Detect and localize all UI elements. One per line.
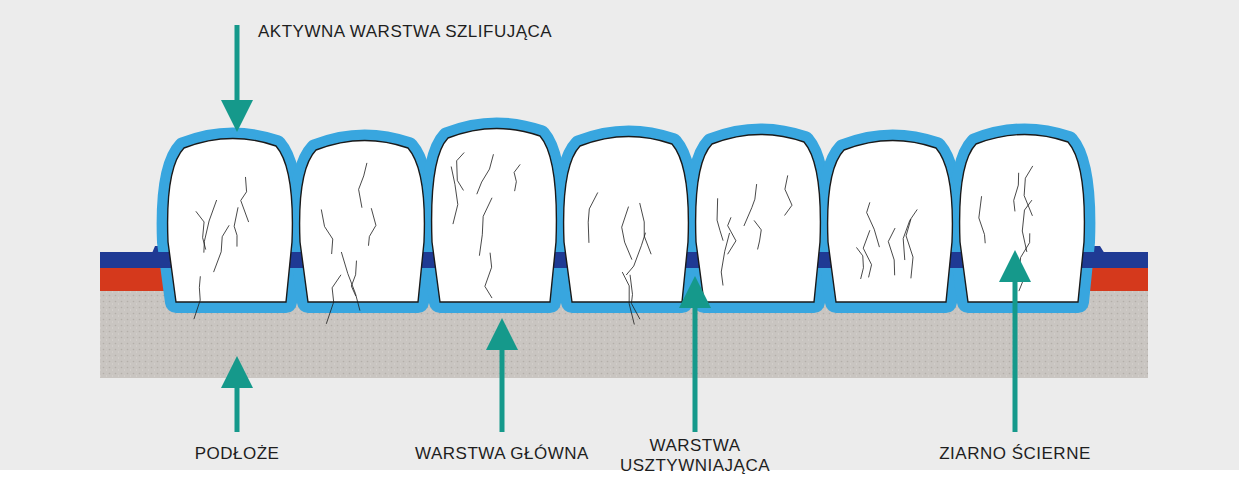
grain-crack [630,275,640,319]
callout-label: ZIARNO ŚCIERNE [939,444,1091,464]
grain-crack [622,272,634,324]
grain-crack [214,225,230,272]
grain-crack [1014,173,1019,212]
grain-crack [234,207,238,246]
grain-crack [622,207,632,260]
grain-crack [368,208,375,246]
grain-crack [326,275,341,324]
leader-line [693,308,698,432]
leader-line [1013,282,1018,432]
arrow-head [486,318,518,350]
grain-crack [359,163,367,208]
abrasive-grain [300,140,425,302]
grain-crack [721,233,729,286]
abrasive-grains [168,128,1085,324]
arrow-head [221,100,253,132]
arrow-head [221,356,253,388]
coating-shell [960,134,1085,302]
grain-crack [321,209,332,254]
background-panel [0,0,1239,470]
leader-arrows [221,25,1031,432]
grain-crack [1020,233,1030,265]
grain-crack [867,202,880,247]
grain-crack [979,196,985,243]
abrasive-grain [564,136,689,302]
grain-crack [856,247,863,279]
grain-crack [903,209,917,260]
leader-line [235,25,240,100]
grain-crack [744,184,757,226]
grain-crack [514,164,520,191]
coating-shell [696,134,821,302]
grain-crack [888,228,895,275]
grain-crack [204,200,217,253]
grain-crack [457,152,465,190]
grain-crack [477,154,494,194]
callout-label: WARSTWA USZTYWNIAJĄCA [600,436,790,476]
coating-shell [300,140,425,302]
grain-crack [754,220,761,249]
grain-crack [785,175,792,215]
grain-crack [863,230,871,277]
abrasive-grain [960,134,1085,302]
leader-line [500,350,505,432]
arrow-head [999,250,1031,282]
grain-crack [241,177,249,222]
coating-shell [564,136,689,302]
grain-crack [1024,166,1033,216]
grain-crack [588,192,598,242]
grain-crack [717,198,723,240]
grain-crack [1022,200,1032,252]
coating-shell [168,138,293,302]
abrasive-grain [828,140,953,302]
abrasive-grain [696,134,821,302]
grain-crack [479,198,492,256]
arrow-head [679,276,711,308]
grain-crack [341,252,360,311]
callout-label: AKTYWNA WARSTWA SZLIFUJĄCA [258,22,552,42]
grain-crack [194,276,200,319]
abrasive-grain [432,128,557,302]
grain-crack [640,203,651,254]
callout-label: PODŁOŻE [195,444,280,464]
coating-shell [828,140,953,302]
callout-label: WARSTWA GŁÓWNA [415,444,589,464]
grain-crack [485,253,492,298]
coating-shell [432,128,557,302]
abrasive-grain [168,138,293,302]
leader-line [235,388,240,432]
